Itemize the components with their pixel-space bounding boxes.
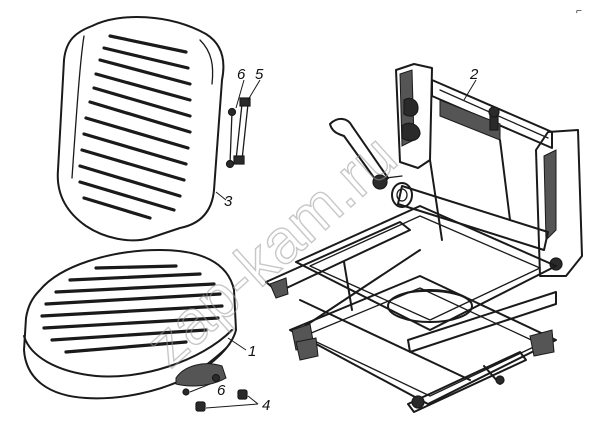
- backrest: [56, 15, 227, 242]
- bolt-head-icon: [233, 155, 245, 165]
- washer-icon: [225, 159, 235, 169]
- callout-frame: 2: [469, 66, 479, 83]
- nut-icon: [195, 401, 206, 412]
- callout-bolt: 5: [255, 66, 264, 83]
- washer-icon: [227, 107, 237, 117]
- callout-nut: 4: [262, 397, 270, 414]
- washer-icon: [182, 388, 190, 396]
- seat-frame: [265, 63, 583, 413]
- washer-icon: [211, 373, 221, 383]
- callout-cushion: 1: [248, 343, 256, 360]
- callout-backrest: 3: [224, 193, 233, 210]
- nut-icon: [237, 389, 248, 400]
- callout-washer-upper: 6: [237, 66, 246, 83]
- fastener-set-lower: [182, 373, 259, 412]
- callout-washer-lower: 6: [217, 382, 226, 399]
- bolt-set-upper: [225, 79, 261, 169]
- backrest-ribs: [78, 34, 192, 220]
- corner-mark: ⌐: [576, 6, 582, 17]
- bolt-head-icon: [239, 97, 251, 107]
- cushion-ribs: [40, 264, 224, 354]
